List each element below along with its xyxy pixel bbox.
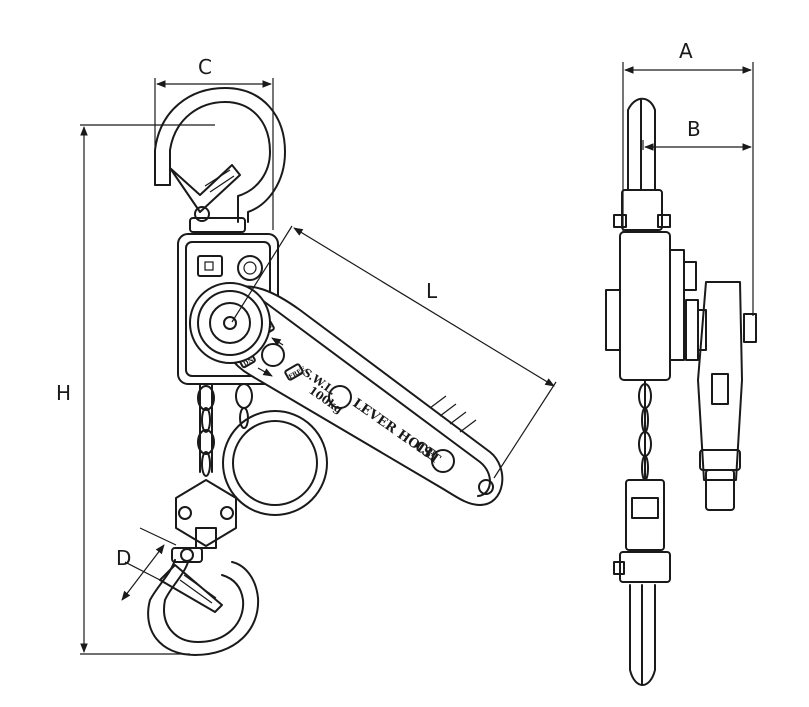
dimension-lines: C H L D A B	[56, 39, 754, 655]
lever-handle: UP DN FREE S.W.L. 100kg LEVER HOIST CE	[213, 285, 504, 506]
dimension-b-label: B	[687, 117, 701, 141]
ratchet-hub	[189, 282, 271, 364]
dimension-c-label: C	[198, 55, 212, 79]
lower-block	[175, 479, 237, 549]
top-hook	[154, 87, 286, 233]
side-view	[605, 97, 757, 686]
dimension-l-label: L	[426, 279, 438, 303]
load-chain	[197, 383, 253, 477]
selector-down-label: DN	[242, 356, 255, 368]
chain-ring	[222, 410, 328, 516]
dimension-h-label: H	[56, 381, 71, 405]
dimension-d-label: D	[116, 546, 131, 570]
dimension-a-label: A	[679, 39, 693, 63]
bottom-hook	[147, 547, 260, 656]
front-view: UP DN FREE S.W.L. 100kg LEVER HOIST CE	[147, 87, 504, 656]
